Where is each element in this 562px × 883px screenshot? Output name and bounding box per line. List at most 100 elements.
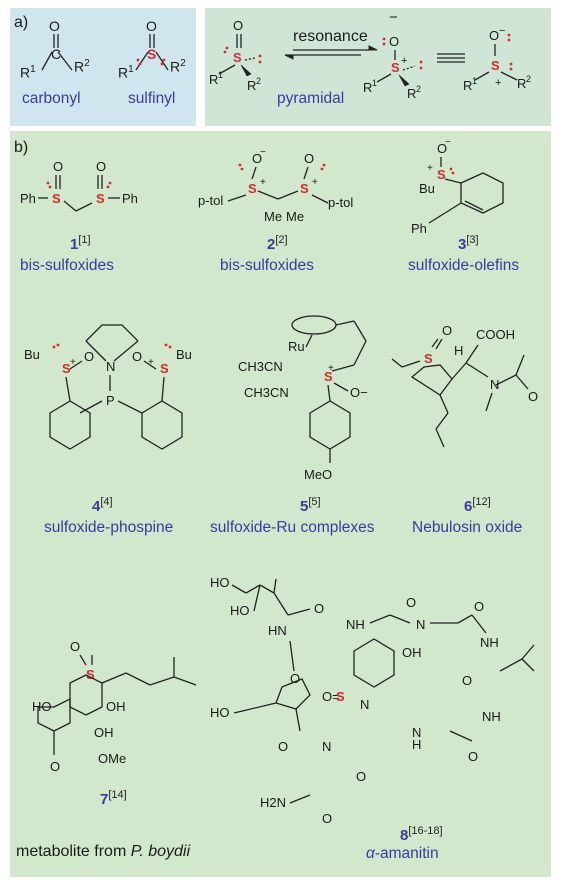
svg-text:O: O [252,151,262,166]
svg-text:S: S [52,191,61,206]
compound-7-number: 7[14] [100,789,127,808]
svg-text:N: N [322,739,331,754]
svg-text:Bu: Bu [419,181,435,196]
svg-text:O: O [84,349,94,364]
svg-text:+: + [260,177,266,188]
svg-text:S: S [437,167,446,182]
svg-text:OMe: OMe [98,751,126,766]
svg-text:−: − [389,9,398,26]
svg-text:O: O [322,811,332,826]
svg-text:O: O [528,389,538,404]
compound-2-caption: bis-sulfoxides [220,257,314,274]
svg-text:N: N [412,725,421,740]
sulfinyl-r2: R2 [170,58,186,75]
compound-5-caption: sulfoxide-Ru complexes [210,519,375,536]
svg-text:O: O [468,749,478,764]
compound-4-structure: N P Bu S + O S + O Bu [24,324,192,450]
svg-text:1: 1 [218,70,223,80]
svg-text:−: − [445,137,451,148]
sulfinyl-sulfur: S [147,46,157,62]
svg-text:−: − [499,25,505,37]
panel-b-compounds: b) Ph S O S O Ph 1[1] bis-sulfoxides p-t… [10,131,551,877]
svg-text:S: S [62,361,71,376]
svg-text:S: S [160,361,169,376]
svg-text:+: + [148,357,154,368]
carbonyl-structure [41,34,73,71]
compound-3-caption: sulfoxide-olefins [408,257,520,274]
svg-text:O: O [304,151,314,166]
svg-text:+: + [70,357,76,368]
svg-text:OH: OH [402,645,422,660]
svg-text:NH: NH [482,709,501,724]
svg-text:S: S [86,667,95,682]
carbonyl-caption: carbonyl [22,90,81,107]
svg-text:O: O [96,159,106,174]
svg-text:Ph: Ph [411,221,427,236]
svg-text:O: O [53,159,63,174]
svg-text:−: − [260,147,266,158]
svg-text:COOH: COOH [476,327,515,342]
sulfinyl-oxygen: O [146,18,157,34]
carbonyl-r1: R1 [20,64,36,81]
panel-label-b: b) [14,139,29,156]
svg-text:Ru: Ru [288,339,305,354]
svg-text:O: O [290,671,300,686]
compound-4-number: 4[4] [92,496,113,515]
svg-text:N: N [106,359,115,374]
svg-text:O: O [132,349,142,364]
svg-text:p-tol: p-tol [328,195,353,210]
carbonyl-oxygen: O [49,18,60,34]
svg-text:NH: NH [480,635,499,650]
svg-text:P: P [106,393,115,408]
svg-text:OH: OH [106,699,126,714]
svg-text:O: O [489,28,499,43]
svg-text:R: R [517,76,526,91]
sulfinyl-r1: R1 [118,64,134,81]
svg-text:O: O [233,18,243,33]
svg-text:Ph: Ph [122,191,138,206]
svg-text:S: S [300,181,309,196]
svg-text:HO: HO [230,603,250,618]
svg-text:R: R [463,78,472,93]
svg-text:O: O [314,601,324,616]
compound-8-number: 8[16-18] [400,825,443,844]
svg-text:S: S [491,58,500,73]
svg-text:R: R [247,78,256,93]
compound-7-structure: O S HO OH OH OMe O [32,639,197,774]
svg-text:HO: HO [32,699,52,714]
svg-text:2: 2 [256,76,261,86]
svg-text:O: O [389,34,399,49]
svg-text:S: S [391,60,400,75]
svg-text:O: O [50,759,60,774]
svg-text:H: H [412,737,421,752]
svg-text:OH: OH [94,725,114,740]
svg-text:O: O [437,141,447,156]
svg-text:Me: Me [286,209,304,224]
svg-text:S: S [248,181,257,196]
svg-text:O: O [356,769,366,784]
svg-text:O: O [442,323,452,338]
svg-text:S: S [424,351,433,366]
svg-text:CH3CN: CH3CN [244,385,289,400]
svg-text:HO: HO [210,575,230,590]
svg-text:2: 2 [416,84,421,94]
svg-text:Me: Me [264,209,282,224]
compound-6-structure: O S H COOH N O [391,323,538,448]
carbonyl-r2: R2 [74,58,90,75]
svg-text:S: S [233,50,242,65]
compound-6-number: 6[12] [464,496,491,515]
svg-text:HN: HN [268,623,287,638]
svg-text:O: O [474,599,484,614]
svg-text:Ph: Ph [20,191,36,206]
resonance-label: resonance [293,28,368,45]
compound-3-structure: O − S + Bu Ph [411,137,504,236]
svg-text:Bu: Bu [24,347,40,362]
panel-label-a: a) [14,14,29,31]
svg-text:H: H [454,343,463,358]
panel-a-functional-groups: a) O C R1 R2 carbonyl O S R1 R2 sulfinyl [10,8,196,126]
sulfinyl-structure [135,34,169,71]
svg-text:H2N: H2N [260,795,286,810]
